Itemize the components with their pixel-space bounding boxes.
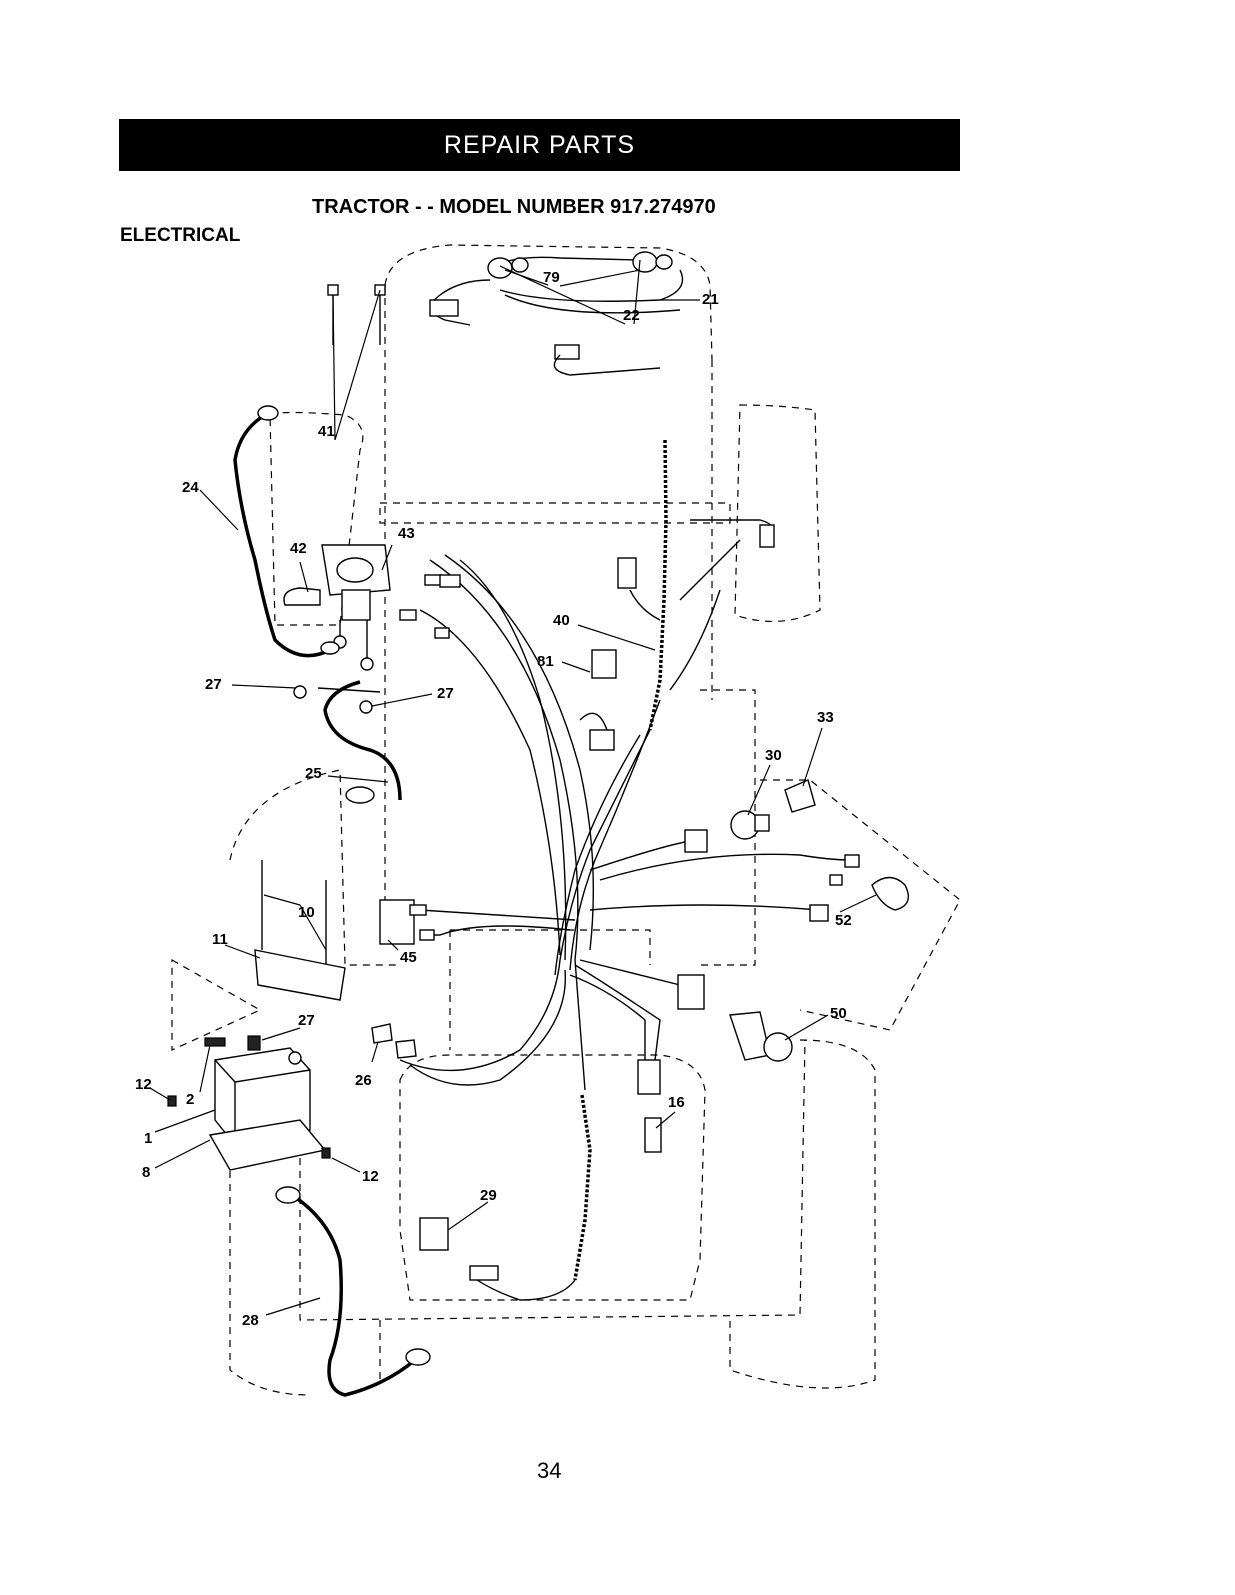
callout-30: 30 <box>765 747 782 764</box>
callout-79: 79 <box>543 269 560 286</box>
callout-27-center: 27 <box>437 685 454 702</box>
callout-21: 21 <box>702 291 719 308</box>
callout-8: 8 <box>142 1164 150 1181</box>
callout-25: 25 <box>305 765 322 782</box>
callout-43: 43 <box>398 525 415 542</box>
callout-50: 50 <box>830 1005 847 1022</box>
callout-12-left: 12 <box>135 1076 152 1093</box>
callout-26: 26 <box>355 1072 372 1089</box>
callout-45: 45 <box>400 949 417 966</box>
callout-81: 81 <box>537 653 554 670</box>
callout-42: 42 <box>290 540 307 557</box>
page-number: 34 <box>537 1458 561 1484</box>
callout-29: 29 <box>480 1187 497 1204</box>
callout-33: 33 <box>817 709 834 726</box>
callout-27-battery: 27 <box>298 1012 315 1029</box>
callout-52: 52 <box>835 912 852 929</box>
callout-40: 40 <box>553 612 570 629</box>
callout-24: 24 <box>182 479 199 496</box>
callout-28: 28 <box>242 1312 259 1329</box>
callout-11: 11 <box>212 931 228 948</box>
callout-2: 2 <box>186 1091 194 1108</box>
callout-41: 41 <box>318 423 335 440</box>
callout-10: 10 <box>298 904 315 921</box>
main-harness-loom <box>380 440 859 1090</box>
connector-45-box <box>380 900 414 944</box>
callout-labels: 22 79 21 41 24 43 42 40 81 27 27 33 30 2… <box>135 269 852 1329</box>
relay-81 <box>592 525 774 678</box>
battery-assembly <box>168 860 345 1170</box>
tractor-ghost-outline <box>172 245 960 1395</box>
callout-27-left: 27 <box>205 676 222 693</box>
callout-22: 22 <box>623 307 640 324</box>
callout-12-right: 12 <box>362 1168 379 1185</box>
callout-1: 1 <box>144 1130 152 1147</box>
callout-16: 16 <box>668 1094 685 1111</box>
